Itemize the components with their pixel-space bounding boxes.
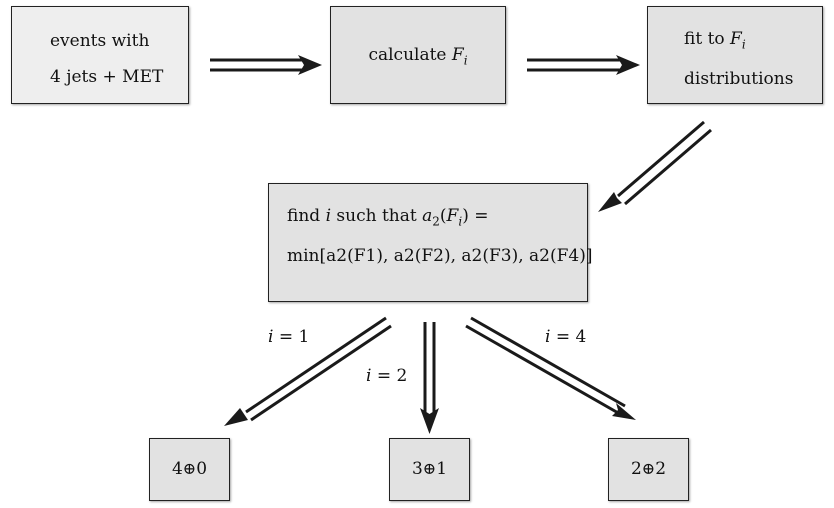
find-mid: such that [336,206,417,226]
calculate-label: calculate Fi [331,45,505,67]
branch1-eq: = [278,327,294,347]
find-var: i [325,206,332,226]
fit-line1: fit to Fi [684,29,746,51]
find-expr-sub: 2 [432,214,440,229]
find-line2: min[a2(F1), a2(F2), a2(F3), a2(F4)] [287,246,593,266]
fit-prefix: fit to [684,29,725,49]
out1-right: 0 [196,459,208,479]
find-line1: find i such that a2(Fi) = [287,206,489,229]
events-box: events with 4 jets + MET [11,6,189,104]
branch2-var: i [366,366,372,386]
calculate-box: calculate Fi [330,6,506,104]
branch3-val: 4 [575,327,587,347]
arrow-find-to-out2 [420,322,439,434]
calculate-prefix: calculate [368,45,447,65]
events-line2: 4 jets + MET [50,67,164,87]
branch-label-3: i = 4 [545,327,586,347]
events-line1: events with [50,31,150,51]
out2-left: 3 [411,459,423,479]
out3-label: 2⊕2 [609,459,688,479]
out3-op: ⊕ [641,459,656,478]
branch3-var: i [545,327,551,347]
out2-op: ⊕ [422,459,437,478]
out3-right: 2 [655,459,667,479]
find-arg-sub: i [458,214,463,229]
branch1-var: i [268,327,274,347]
fit-sub: i [741,37,746,52]
find-arg: F [446,206,459,226]
fit-line2: distributions [684,69,794,89]
branch1-val: 1 [298,327,310,347]
fit-var: F [730,29,742,49]
arrow-calculate-to-fit [527,55,640,75]
find-expr: a [422,206,433,226]
arrow-events-to-calculate [210,55,322,75]
branch2-val: 2 [396,366,408,386]
out2-box: 3⊕1 [389,438,470,501]
find-eq: = [474,206,489,226]
branch2-eq: = [376,366,392,386]
calculate-var: F [451,45,464,65]
branch3-eq: = [555,327,571,347]
branch-label-2: i = 2 [366,366,407,386]
out2-label: 3⊕1 [390,459,469,479]
out1-box: 4⊕0 [149,438,230,501]
out1-left: 4 [171,459,183,479]
calculate-sub: i [463,53,468,68]
fit-box: fit to Fi distributions [647,6,823,104]
branch-label-1: i = 1 [268,327,309,347]
out3-box: 2⊕2 [608,438,689,501]
find-prefix: find [287,206,321,226]
arrow-fit-to-find [598,120,712,212]
out3-left: 2 [630,459,642,479]
find-box: find i such that a2(Fi) = min[a2(F1), a2… [268,183,593,302]
out2-right: 1 [436,459,448,479]
out1-op: ⊕ [182,459,197,478]
out1-label: 4⊕0 [150,459,229,479]
